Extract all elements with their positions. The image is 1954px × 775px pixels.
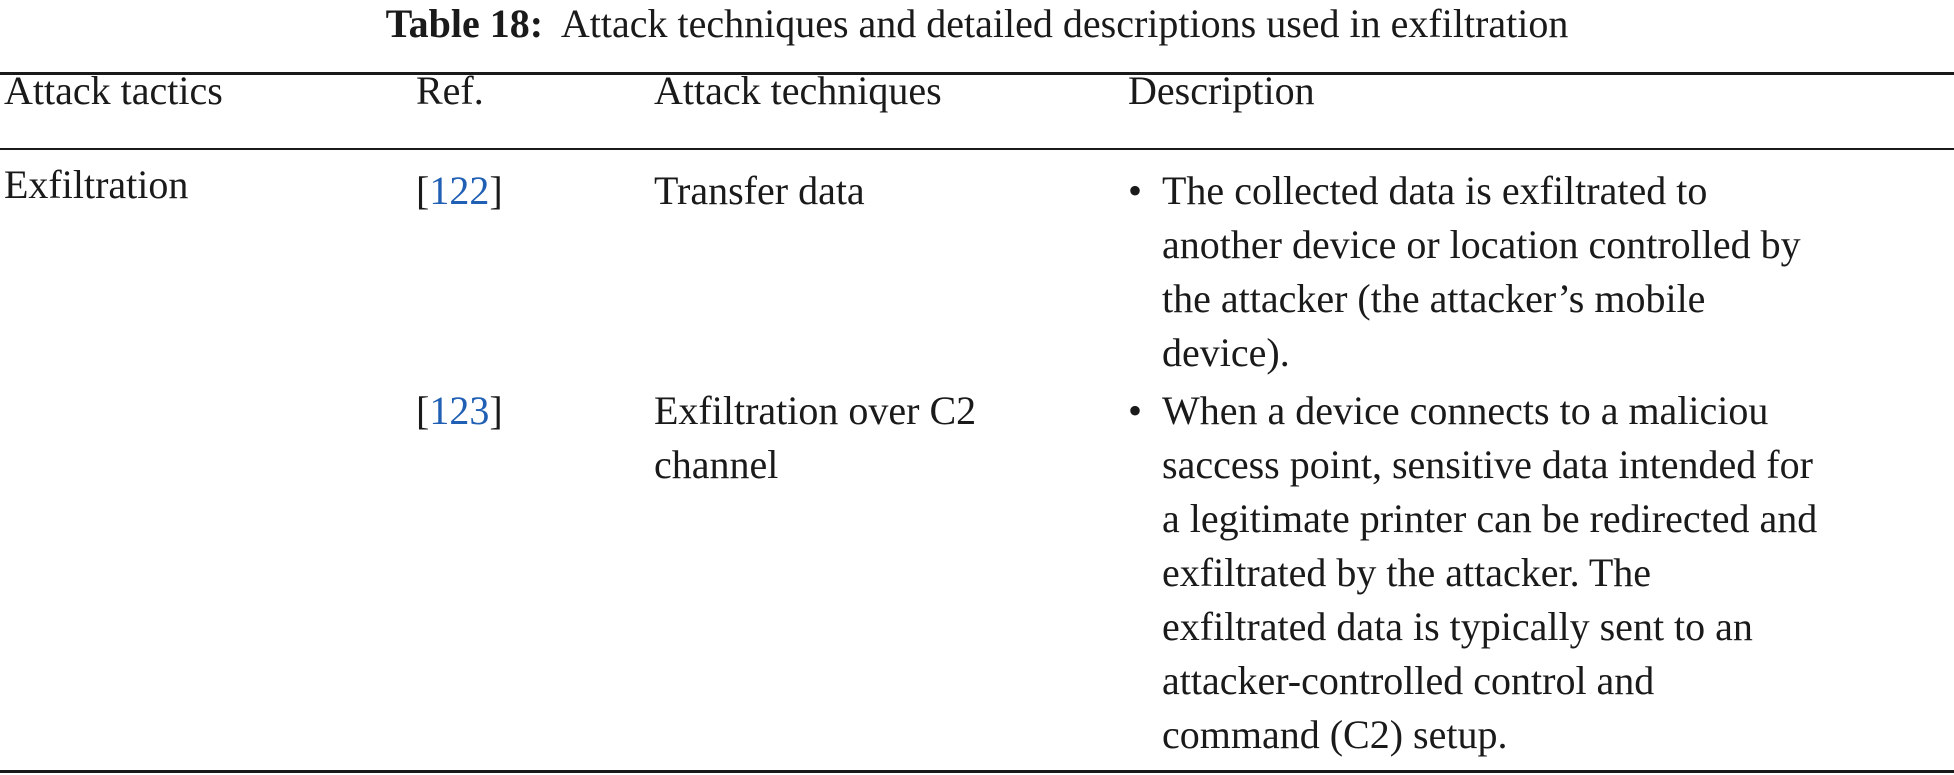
description-line: The collected data is exfiltrated to: [1162, 168, 1708, 213]
table-bottom-rule: [0, 770, 1954, 773]
description-line: command (C2) setup.: [1162, 712, 1508, 757]
header-attack-tactics: Attack tactics: [4, 68, 223, 113]
ref-bracket-open: [: [416, 168, 430, 213]
citation-link-123[interactable]: 123: [429, 388, 490, 433]
description-line: a legitimate printer can be redirected a…: [1162, 496, 1818, 541]
table-caption-text: Attack techniques and detailed descripti…: [560, 1, 1569, 46]
technique-line: Exfiltration over C2: [654, 388, 977, 433]
cell-attack-tactic: Exfiltration: [4, 162, 189, 207]
cell-description-exfiltration-over-c2: • When a device connects to a maliciou s…: [1128, 384, 1817, 762]
description-line: device).: [1162, 330, 1290, 375]
header-description: Description: [1128, 68, 1315, 113]
description-line: attacker-controlled control and: [1162, 658, 1655, 703]
table-caption-label: Table 18:: [385, 1, 544, 46]
technique-line: Transfer data: [654, 168, 865, 213]
description-line: the attacker (the attacker’s mobile: [1162, 276, 1706, 321]
bullet-icon: •: [1128, 388, 1143, 433]
citation-link-122[interactable]: 122: [429, 168, 490, 213]
description-line: saccess point, sensitive data intended f…: [1162, 442, 1813, 487]
cell-ref-123: [123]: [416, 384, 503, 438]
description-line: When a device connects to a maliciou: [1162, 388, 1769, 433]
table-caption: Table 18: Attack techniques and detailed…: [0, 0, 1954, 48]
table-top-rule: [0, 72, 1954, 75]
cell-ref-122: [122]: [416, 164, 503, 218]
bullet-icon: •: [1128, 168, 1143, 213]
technique-line: channel: [654, 442, 779, 487]
description-line: exfiltrated data is typically sent to an: [1162, 604, 1753, 649]
description-line: exfiltrated by the attacker. The: [1162, 550, 1652, 595]
ref-bracket-close: ]: [489, 388, 503, 433]
ref-bracket-close: ]: [489, 168, 503, 213]
cell-technique-exfiltration-over-c2: Exfiltration over C2 channel: [654, 384, 976, 492]
ref-bracket-open: [: [416, 388, 430, 433]
cell-description-transfer-data: • The collected data is exfiltrated to a…: [1128, 164, 1801, 380]
cell-technique-transfer-data: Transfer data: [654, 164, 865, 218]
header-ref: Ref.: [416, 68, 484, 113]
table-header-rule: [0, 148, 1954, 150]
header-attack-techniques: Attack techniques: [654, 68, 942, 113]
description-line: another device or location controlled by: [1162, 222, 1801, 267]
